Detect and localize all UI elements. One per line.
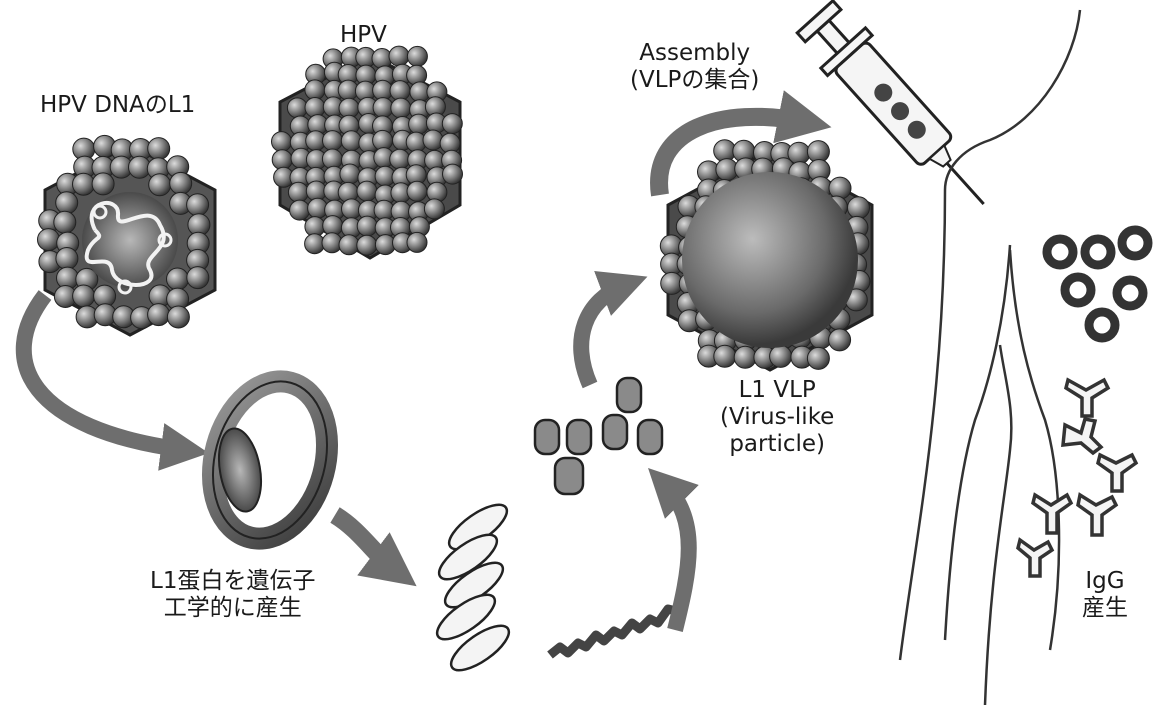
capsomer-bead bbox=[288, 182, 308, 202]
label-igg: IgG 産生 bbox=[1082, 568, 1128, 622]
capsomer-bead bbox=[54, 211, 76, 233]
capsomer-bead bbox=[167, 268, 189, 290]
capsomer-bead bbox=[734, 346, 756, 368]
arrow-to-vlp bbox=[581, 285, 625, 385]
capsomer-bead bbox=[92, 173, 114, 195]
label-assembly: Assembly (VLPの集合) bbox=[630, 40, 759, 94]
label-igg-text: IgG bbox=[1082, 568, 1128, 595]
capsomer-bead bbox=[714, 345, 736, 367]
hpv-dna-capsid bbox=[38, 135, 216, 335]
label-l1-production-2: 工学的に産生 bbox=[150, 595, 315, 622]
capsomer-bead bbox=[56, 248, 78, 270]
protein-chain bbox=[550, 609, 676, 655]
capsomer-bead bbox=[407, 181, 427, 201]
capsomer-bead bbox=[407, 232, 427, 252]
capsomer-bead bbox=[341, 131, 361, 151]
capsomer-bead bbox=[167, 306, 189, 328]
capsomer-bead bbox=[848, 197, 870, 219]
capsomer-bead bbox=[56, 192, 78, 214]
arrow-to-proteins bbox=[335, 515, 395, 570]
capsomer-bead bbox=[390, 149, 410, 169]
capsomer-bead bbox=[187, 267, 209, 289]
capsomer-bead bbox=[357, 235, 377, 255]
capsomer-bead bbox=[73, 285, 95, 307]
capsomer-bead bbox=[290, 200, 310, 220]
label-assembly-text: Assembly bbox=[630, 40, 759, 67]
capsomer-bead bbox=[390, 81, 410, 101]
capsomer-bead bbox=[170, 172, 192, 194]
label-hpv-dna-l1: HPV DNAのL1 bbox=[40, 92, 195, 119]
label-l1-vlp-sub2: particle) bbox=[720, 431, 834, 458]
igg-antibodies bbox=[1018, 380, 1136, 576]
l1-protein-ellipses bbox=[431, 497, 516, 678]
capsomer-bead bbox=[357, 216, 377, 236]
label-igg-sub: 産生 bbox=[1082, 595, 1128, 622]
l1-vlp bbox=[660, 140, 872, 370]
capsomer-bead bbox=[423, 130, 443, 150]
capsomer-bead bbox=[287, 98, 307, 118]
label-hpv-dna-l1-text: HPV DNAのL1 bbox=[40, 92, 195, 119]
label-assembly-sub: (VLPの集合) bbox=[630, 67, 759, 94]
label-l1-production: L1蛋白を遺伝子 工学的に産生 bbox=[150, 568, 315, 622]
capsomer-bead bbox=[409, 114, 429, 134]
capsomer-bead bbox=[770, 345, 792, 367]
capsomer-bead bbox=[407, 46, 427, 66]
capsomer-bead bbox=[443, 164, 463, 184]
capsomer-bead bbox=[807, 347, 829, 369]
capsomer-bead bbox=[829, 329, 851, 351]
plasmid-ring bbox=[196, 368, 344, 551]
capsomer-bead bbox=[339, 235, 359, 255]
capsomer-bead bbox=[148, 304, 170, 326]
capsomer-bead bbox=[38, 229, 60, 251]
capsomer-bead bbox=[829, 177, 851, 199]
label-l1-vlp-text: L1 VLP bbox=[720, 377, 834, 404]
label-l1-production-1: L1蛋白を遺伝子 bbox=[150, 568, 315, 595]
igg-rings bbox=[1047, 230, 1148, 338]
label-hpv-text: HPV bbox=[340, 22, 387, 49]
hpv-virion bbox=[272, 46, 463, 258]
capsomer-bead bbox=[323, 131, 343, 151]
capsomer-bead bbox=[272, 132, 292, 152]
capsomer-bead bbox=[148, 138, 170, 160]
label-l1-vlp: L1 VLP (Virus-like particle) bbox=[720, 377, 834, 458]
capsomer-bead bbox=[389, 46, 409, 66]
capsomer-bead bbox=[357, 181, 377, 201]
capsomer-bead bbox=[272, 150, 292, 170]
capsomer-bead bbox=[73, 173, 95, 195]
capsomer-bead bbox=[149, 174, 171, 196]
capsomer-bead bbox=[305, 80, 325, 100]
capsomer-bead bbox=[391, 98, 411, 118]
capsomer-bead bbox=[424, 199, 444, 219]
capsomer-bead bbox=[340, 164, 360, 184]
capsomers bbox=[535, 378, 662, 494]
capsomer-bead bbox=[187, 194, 209, 216]
capsomer-bead bbox=[442, 114, 462, 134]
capsomer-bead bbox=[373, 98, 393, 118]
label-hpv: HPV bbox=[340, 22, 387, 49]
label-l1-vlp-sub1: (Virus-like bbox=[720, 404, 834, 431]
